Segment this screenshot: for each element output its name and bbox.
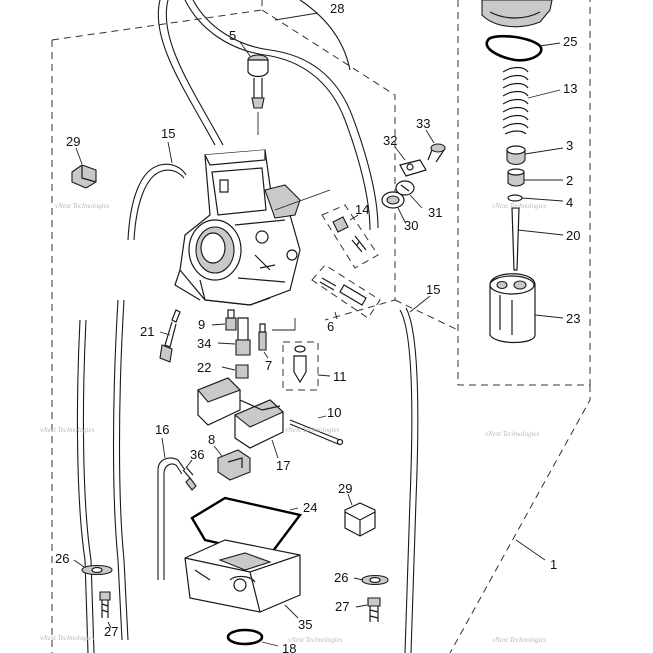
needle-jet-34 [217,317,251,356]
watermark-text: vNext Technologies [40,426,95,434]
callout-1: 1 [550,557,557,572]
hose-clip-29-bottom [344,493,376,537]
callout-22: 22 [197,360,211,375]
callout-28: 28 [330,1,344,16]
callout-6: 6 [327,319,334,334]
screw-27-right [355,597,381,622]
callout-23: 23 [566,311,580,326]
screw-27-left [99,591,112,629]
overflow-hoses [76,295,431,653]
watermark-text: vNext Technologies [55,202,110,210]
callout-27-right: 27 [335,599,349,614]
callout-15-right: 15 [426,282,440,297]
throttle-cables [157,0,379,231]
callout-20: 20 [566,228,580,243]
vent-hose-15-left [127,141,187,241]
callout-27-left: 27 [104,624,118,639]
spring-13 [502,66,561,135]
main-jet-22 [221,364,249,379]
hose-clip-29-top [71,147,97,189]
callout-5: 5 [229,28,236,43]
callout-14: 14 [355,202,369,217]
callout-15-left: 15 [161,126,175,141]
float-bowl-gasket-24 [190,496,303,557]
callout-16: 16 [155,422,169,437]
washer-26-right [353,574,389,586]
float-valve-11-group [272,318,331,391]
callout-11: 11 [333,369,347,384]
float-pin-10 [289,415,344,446]
watermark-text: vNext Technologies [492,202,547,210]
carb-top-cover [481,0,553,28]
pilot-jet-7 [258,323,269,359]
callout-9: 9 [198,317,205,332]
nut-31 [395,180,423,209]
adjust-screw-6-group [311,264,381,320]
callout-7: 7 [265,358,272,373]
jet-needle-20 [511,207,564,271]
washer-26-left [73,559,113,576]
callout-26-right: 26 [334,570,348,585]
callout-21: 21 [140,324,154,339]
callout-36: 36 [190,447,204,462]
carburetor-body [174,149,331,306]
watermark-text: vNext Technologies [492,636,547,644]
callout-29-bottom: 29 [338,481,352,496]
bracket-32 [394,146,427,177]
callout-32: 32 [383,133,397,148]
needle-holder-3 [506,145,564,166]
throttle-valve-23 [489,273,564,344]
float-17 [197,377,284,459]
float-bowl-35 [184,539,301,619]
float-arm-8 [213,445,251,481]
top-gasket-25 [485,34,561,62]
callout-26-left: 26 [55,551,69,566]
callout-33: 33 [416,116,430,131]
callout-34: 34 [197,336,211,351]
callout-35: 35 [298,617,312,632]
leader-1 [515,539,546,561]
callout-3: 3 [566,138,573,153]
watermark-text: vNext Technologies [285,426,340,434]
callout-29-top: 29 [66,134,80,149]
callout-17: 17 [276,458,290,473]
watermark-text: vNext Technologies [288,636,343,644]
callout-4: 4 [566,195,573,210]
jet-9 [211,309,237,331]
callout-18: 18 [282,641,296,653]
washer-4 [507,194,564,202]
callout-30: 30 [404,218,418,233]
o-ring-18 [226,628,279,647]
callout-2: 2 [566,173,573,188]
screw-36 [182,459,197,491]
screw-33 [425,129,446,163]
callout-labels: 1 2 3 4 5 6 7 8 9 10 11 13 14 15 15 16 1… [55,1,580,653]
callout-24: 24 [303,500,317,515]
callout-13: 13 [563,81,577,96]
callout-10: 10 [327,405,341,420]
callout-31: 31 [428,205,442,220]
watermark-text: vNext Technologies [40,634,95,642]
pilot-screw-14-group [321,204,379,269]
air-screw-21 [159,309,181,363]
watermarks: vNext Technologies vNext Technologies vN… [40,202,547,644]
callout-8: 8 [208,432,215,447]
clip-2 [507,168,563,187]
hot-start-plunger-30 [381,191,406,223]
watermark-text: vNext Technologies [485,430,540,438]
drain-hose-16 [157,437,186,580]
assembly-boundary [51,0,591,653]
callout-25: 25 [563,34,577,49]
throttle-stop-screw-5 [239,41,269,135]
